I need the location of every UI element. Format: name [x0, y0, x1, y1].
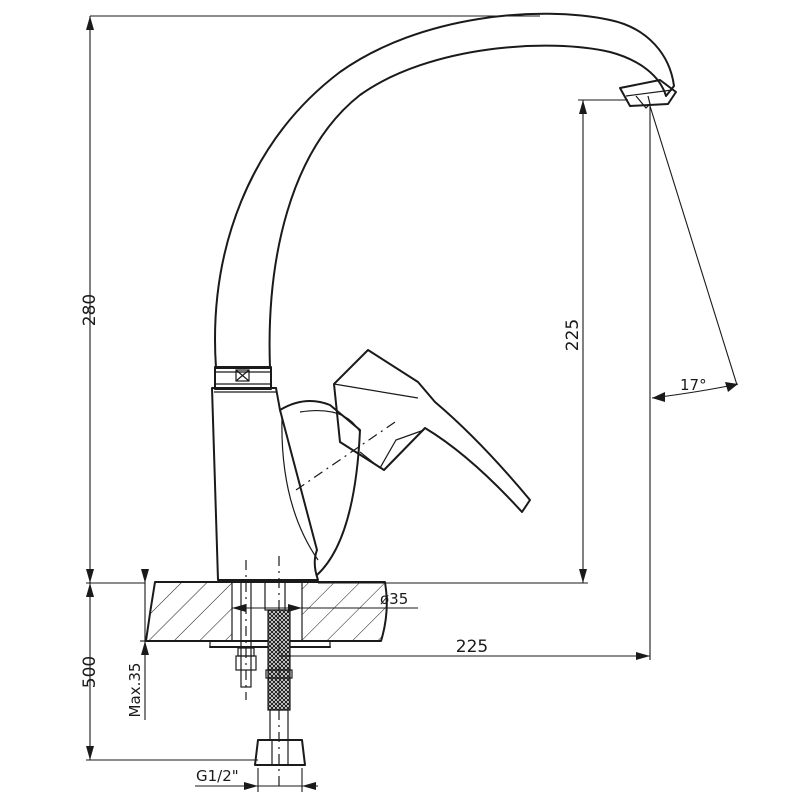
total-height-label: 280: [80, 294, 100, 326]
dimension-hole-diameter: ø35: [232, 590, 418, 612]
swing-angle-label: 17°: [680, 376, 707, 394]
mounting-hardware: [235, 556, 306, 790]
thread-label: G1/2": [196, 767, 239, 785]
dimension-thread: G1/2": [195, 767, 318, 792]
dimension-hose-length: 500: [80, 583, 258, 761]
spout-reach-label: 225: [456, 637, 488, 657]
dimension-swing-angle: 17°: [649, 105, 739, 660]
dimension-spout-reach: 225: [279, 637, 650, 660]
spout: [214, 12, 677, 390]
dimension-total-height: 280: [80, 15, 540, 584]
hole-diameter-label: ø35: [380, 590, 408, 608]
deck-thickness-label: Max.35: [126, 663, 144, 718]
dimension-deck-thickness: Max.35: [126, 569, 150, 720]
dimension-spout-height: 225: [318, 99, 628, 584]
countertop-section: [145, 581, 388, 648]
hose-length-label: 500: [80, 656, 100, 688]
spout-height-label: 225: [563, 319, 583, 351]
lever-handle: [295, 349, 531, 513]
